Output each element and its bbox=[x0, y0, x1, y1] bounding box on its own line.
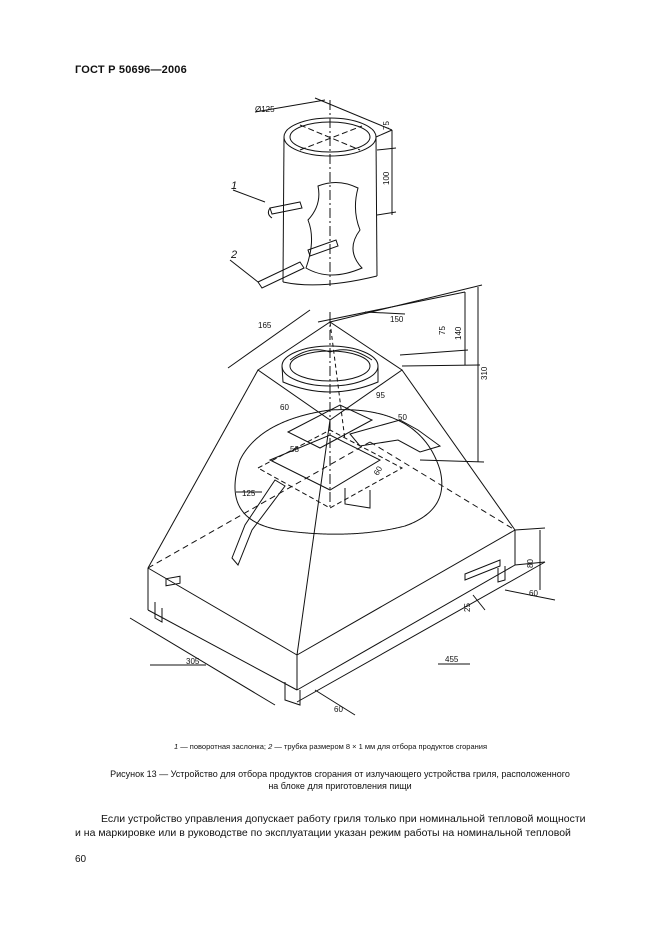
dim-75-top: 75 bbox=[382, 121, 391, 130]
dim-53: 53 bbox=[290, 445, 299, 454]
dim-305: 305 bbox=[186, 657, 200, 666]
dim-60-bottom: 60 bbox=[334, 705, 343, 714]
dim-diameter-125: Ø125 bbox=[255, 105, 275, 114]
legend-number-1: 1 bbox=[173, 742, 179, 751]
dim-60-right: 60 bbox=[529, 589, 538, 598]
dim-95: 95 bbox=[376, 391, 385, 400]
body-line-1: Если устройство управления допускает раб… bbox=[101, 813, 586, 825]
dim-50: 50 bbox=[398, 413, 407, 422]
page-number: 60 bbox=[75, 854, 87, 865]
drawing-svg: Ø125 75 100 150 165 75 140 310 60 95 50 … bbox=[129, 97, 556, 716]
dim-125-bottom: 125 bbox=[242, 489, 256, 498]
legend-text-1: — поворотная заслонка; bbox=[178, 742, 269, 751]
technical-drawing: Ø125 75 100 150 165 75 140 310 60 95 50 … bbox=[0, 90, 661, 730]
dim-140: 140 bbox=[454, 326, 463, 340]
callout-1: 1 bbox=[231, 180, 237, 192]
body-line-2: и на маркировке или в руководстве по экс… bbox=[75, 827, 571, 839]
dim-25: 25 bbox=[463, 603, 472, 612]
dim-75-mid: 75 bbox=[438, 326, 447, 335]
dim-165: 165 bbox=[258, 321, 272, 330]
figure-legend: 1 — поворотная заслонка; 2 — трубка разм… bbox=[0, 742, 661, 751]
dim-100: 100 bbox=[382, 171, 391, 185]
dim-60-left: 60 bbox=[280, 403, 289, 412]
legend-number-2: 2 bbox=[268, 742, 273, 751]
standard-header: ГОСТ Р 50696—2006 bbox=[75, 64, 187, 76]
dim-310: 310 bbox=[480, 366, 489, 380]
dim-455: 455 bbox=[445, 655, 459, 664]
caption-line-1: Рисунок 13 — Устройство для отбора проду… bbox=[110, 769, 570, 779]
figure-caption: Рисунок 13 — Устройство для отбора проду… bbox=[60, 768, 620, 792]
lower-dimension-lines bbox=[129, 284, 556, 716]
legend-text-2: — трубка размером 8 × 1 мм для отбора пр… bbox=[272, 742, 488, 751]
upper-dimension-lines bbox=[229, 97, 397, 283]
body-paragraph: Если устройство управления допускает раб… bbox=[75, 812, 615, 840]
sampling-cylinder bbox=[257, 100, 378, 289]
callout-2: 2 bbox=[230, 249, 237, 261]
hood-body bbox=[147, 312, 516, 706]
dim-150: 150 bbox=[390, 315, 404, 324]
dim-60-small: 60 bbox=[372, 464, 385, 477]
caption-line-2: на блоке для приготовления пищи bbox=[268, 781, 412, 791]
dim-80: 80 bbox=[526, 559, 535, 568]
